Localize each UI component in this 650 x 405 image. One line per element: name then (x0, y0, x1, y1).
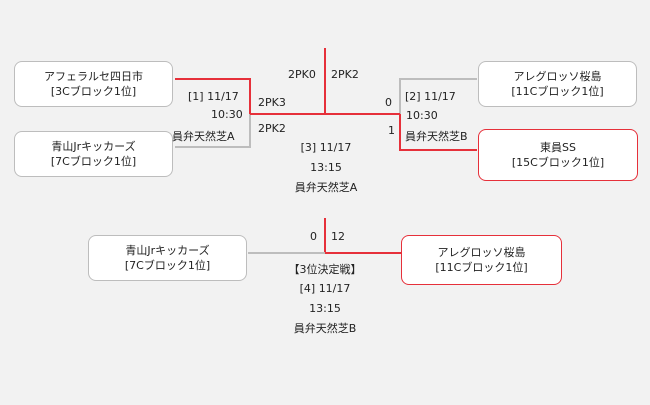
final-score-left: 2PK0 (288, 68, 316, 81)
team-card-sf1-bottom[interactable]: 青山Jrキッカーズ [7Cブロック1位] (14, 131, 173, 177)
team-seed: [7Cブロック1位] (124, 259, 211, 272)
third-title: 【3位決定戦】 (288, 263, 362, 276)
third-time: 13:15 (309, 302, 341, 315)
sf2-top-line (399, 78, 477, 114)
sf2-time: 10:30 (406, 109, 438, 122)
team-name: アフェラルセ四日市 (44, 70, 143, 83)
team-seed: [3Cブロック1位] (50, 85, 137, 98)
third-score-left: 0 (310, 230, 317, 243)
team-name: 青山Jrキッカーズ (125, 244, 210, 257)
team-card-sf1-top[interactable]: アフェラルセ四日市 [3Cブロック1位] (14, 61, 173, 107)
third-venue: 員弁天然芝B (293, 322, 357, 335)
sf1-bottom-line (175, 114, 251, 148)
team-seed: [11Cブロック1位] (511, 85, 604, 98)
final-score-right: 2PK2 (331, 68, 359, 81)
third-match-date: [4] 11/17 (299, 282, 351, 295)
team-card-third-right[interactable]: アレグロッソ桜島 [11Cブロック1位] (401, 235, 562, 285)
final-venue: 員弁天然芝A (294, 181, 358, 194)
team-seed: [11Cブロック1位] (435, 261, 528, 274)
team-seed: [15Cブロック1位] (511, 156, 605, 169)
sf1-top-line (175, 78, 251, 114)
sf2-score-top: 0 (385, 96, 392, 109)
final-time: 13:15 (310, 161, 342, 174)
final-match-date: [3] 11/17 (300, 141, 352, 154)
team-name: アレグロッソ桜島 (437, 246, 526, 259)
sf1-score-top: 2PK3 (258, 96, 286, 109)
team-card-third-left[interactable]: 青山Jrキッカーズ [7Cブロック1位] (88, 235, 247, 281)
sf1-venue: 員弁天然芝A (172, 130, 235, 143)
sf2-score-bottom: 1 (388, 124, 395, 137)
sf1-match-date: [1] 11/17 (188, 90, 239, 103)
team-card-sf2-top[interactable]: アレグロッソ桜島 [11Cブロック1位] (478, 61, 637, 107)
sf1-time: 10:30 (211, 108, 243, 121)
team-seed: [7Cブロック1位] (50, 155, 137, 168)
sf2-venue: 員弁天然芝B (405, 130, 468, 143)
sf1-score-bottom: 2PK2 (258, 122, 286, 135)
third-score-right: 12 (331, 230, 345, 243)
sf2-match-date: [2] 11/17 (405, 90, 456, 103)
sf2-bottom-line (399, 114, 477, 151)
team-name: 東員SS (540, 141, 576, 154)
team-name: 青山Jrキッカーズ (51, 140, 136, 153)
team-card-sf2-bottom[interactable]: 東員SS [15Cブロック1位] (478, 129, 638, 181)
team-name: アレグロッソ桜島 (513, 70, 602, 83)
